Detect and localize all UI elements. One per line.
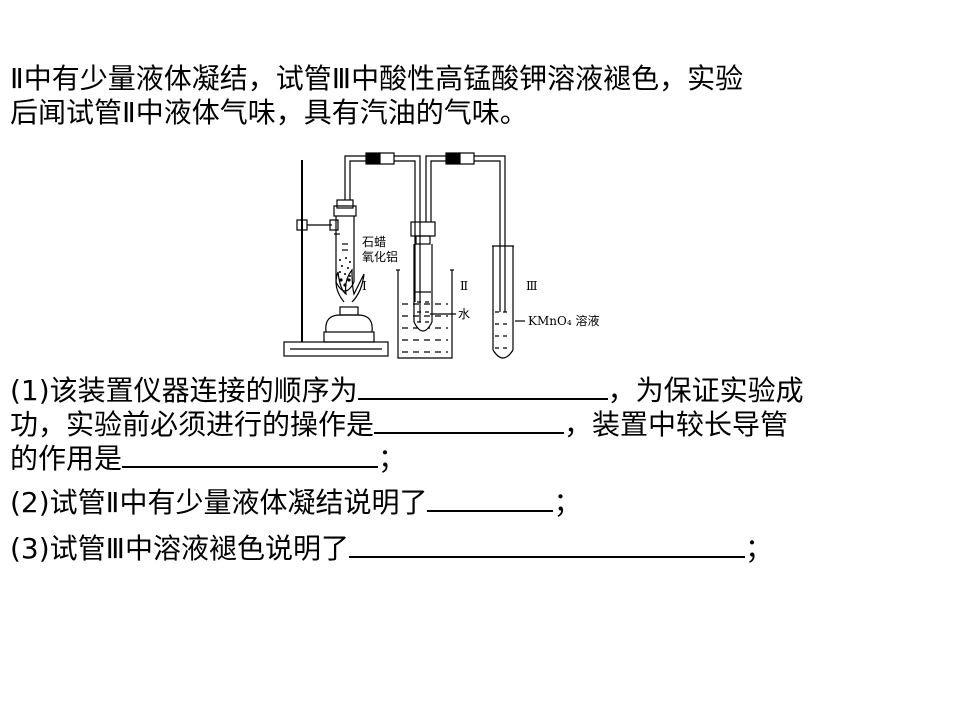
q1-text-a: (1)该装置仪器连接的顺序为 xyxy=(10,374,358,407)
q1-answer-blank-function[interactable] xyxy=(122,440,379,468)
q2-answer-blank[interactable] xyxy=(427,484,554,512)
q1-text-c: 功，实验前必须进行的操作是 xyxy=(10,408,375,441)
label-tube-II: Ⅱ xyxy=(460,279,468,293)
label-tube-I: Ⅰ xyxy=(362,279,367,293)
label-alumina: 氧化铝 xyxy=(362,249,398,264)
apparatus-diagram: 石蜡 氧化铝 Ⅰ Ⅱ Ⅲ 水 KMnO₄ 溶液 xyxy=(283,152,599,359)
q3-text-b: ； xyxy=(744,532,773,565)
q1-text-b: ，为保证实验成 xyxy=(607,374,804,407)
question-1-line-3: 的作用是 ； xyxy=(10,440,406,476)
q1-text-e: 的作用是 xyxy=(10,442,123,475)
question-1-line-2: 功，实验前必须进行的操作是 ，装置中较长导管 xyxy=(10,406,788,442)
intro-line-2: 后闻试管Ⅱ中液体气味，具有汽油的气味。 xyxy=(10,96,528,129)
q3-answer-blank[interactable] xyxy=(348,530,745,558)
q2-text-a: (2)试管Ⅱ中有少量液体凝结说明了 xyxy=(10,486,428,519)
q1-text-d: ，装置中较长导管 xyxy=(564,408,789,441)
question-3: (3)试管Ⅲ中溶液褪色说明了 ； xyxy=(10,530,773,566)
q2-text-b: ； xyxy=(553,486,582,519)
question-1-line-1: (1)该装置仪器连接的顺序为 ，为保证实验成 xyxy=(10,372,804,408)
q1-text-f: ； xyxy=(378,442,407,475)
label-paraffin: 石蜡 xyxy=(362,235,386,249)
label-kmno4-solution: KMnO₄ 溶液 xyxy=(528,313,599,328)
q1-answer-blank-operation[interactable] xyxy=(374,406,565,434)
intro-line-1: Ⅱ中有少量液体凝结，试管Ⅲ中酸性高锰酸钾溶液褪色，实验 xyxy=(10,62,744,95)
q1-answer-blank-order[interactable] xyxy=(357,372,608,400)
q3-text-a: (3)试管Ⅲ中溶液褪色说明了 xyxy=(10,532,349,565)
question-2: (2)试管Ⅱ中有少量液体凝结说明了 ； xyxy=(10,484,581,520)
label-tube-III: Ⅲ xyxy=(526,279,538,293)
label-water: 水 xyxy=(458,307,470,321)
